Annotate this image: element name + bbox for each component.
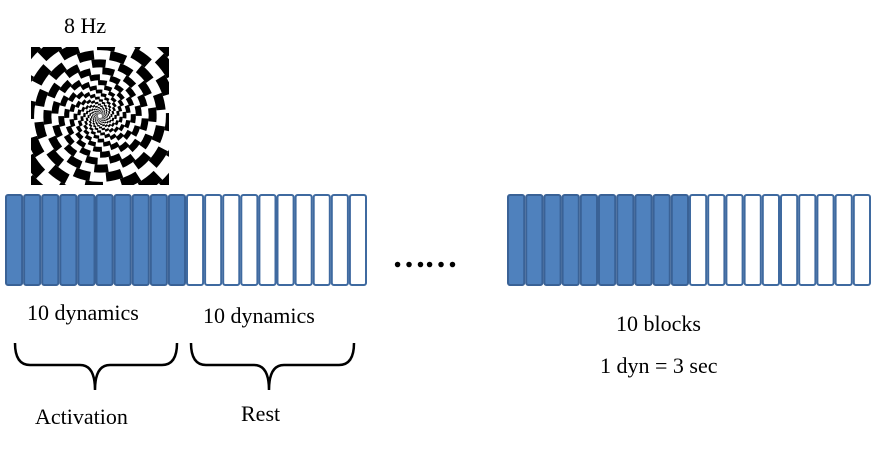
rest-dynamic-cell	[186, 194, 205, 286]
rest-dynamic-cell	[707, 194, 726, 286]
rest-dynamic-cell	[276, 194, 295, 286]
activation-dynamic-cell	[59, 194, 78, 286]
rest-dynamics-label: 10 dynamics	[203, 303, 315, 328]
checkerboard-stimulus	[31, 47, 169, 185]
rest-dynamic-cell	[761, 194, 780, 286]
ellipsis: ……	[392, 238, 458, 275]
activation-dynamic-cell	[543, 194, 562, 286]
activation-dynamic-cell	[598, 194, 617, 286]
rest-dynamic-cell	[780, 194, 799, 286]
activation-dynamic-cell	[95, 194, 114, 286]
activation-dynamic-cell	[167, 194, 186, 286]
rest-dynamic-cell	[258, 194, 277, 286]
rest-dynamic-cell	[834, 194, 853, 286]
timing-label: 1 dyn = 3 sec	[600, 353, 718, 378]
blocks-count-label: 10 blocks	[616, 311, 701, 336]
rest-dynamic-cell	[222, 194, 241, 286]
activation-dynamic-cell	[149, 194, 168, 286]
rest-dynamic-cell	[852, 194, 871, 286]
activation-dynamic-cell	[616, 194, 635, 286]
rest-dynamic-cell	[204, 194, 223, 286]
activation-dynamic-cell	[579, 194, 598, 286]
activation-dynamic-cell	[131, 194, 150, 286]
rest-dynamic-cell	[348, 194, 367, 286]
activation-dynamics-label: 10 dynamics	[27, 300, 139, 325]
activation-dynamic-cell	[652, 194, 671, 286]
rest-dynamic-cell	[725, 194, 744, 286]
rest-dynamic-cell	[743, 194, 762, 286]
rest-phase-label: Rest	[241, 401, 281, 426]
rest-dynamic-cell	[816, 194, 835, 286]
activation-dynamic-cell	[77, 194, 96, 286]
rest-brace	[189, 342, 356, 391]
rest-dynamic-cell	[312, 194, 331, 286]
activation-dynamic-cell	[525, 194, 544, 286]
rest-dynamic-cell	[689, 194, 708, 286]
activation-dynamic-cell	[41, 194, 60, 286]
activation-dynamic-cell	[507, 194, 526, 286]
activation-dynamic-cell	[561, 194, 580, 286]
activation-brace	[13, 342, 179, 391]
rest-dynamic-cell	[240, 194, 259, 286]
first-block	[5, 194, 367, 286]
rest-dynamic-cell	[798, 194, 817, 286]
activation-dynamic-cell	[113, 194, 132, 286]
stimulus-frequency-label: 8 Hz	[64, 13, 107, 38]
rest-dynamic-cell	[330, 194, 349, 286]
activation-dynamic-cell	[634, 194, 653, 286]
activation-dynamic-cell	[5, 194, 24, 286]
rest-dynamic-cell	[294, 194, 313, 286]
activation-dynamic-cell	[670, 194, 689, 286]
activation-dynamic-cell	[23, 194, 42, 286]
last-block	[507, 194, 871, 286]
activation-phase-label: Activation	[35, 404, 128, 429]
